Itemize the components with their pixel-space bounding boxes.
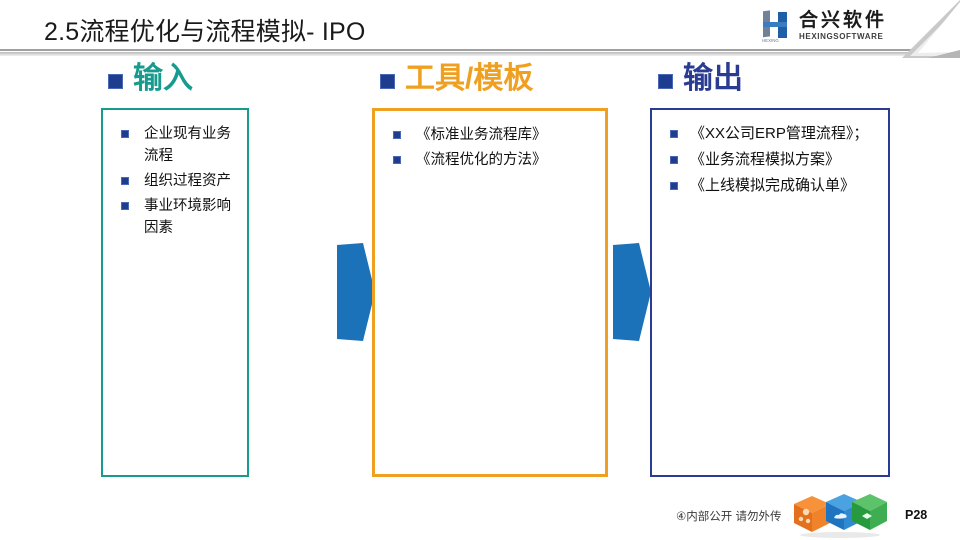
list-item: 组织过程资产 — [113, 170, 239, 192]
logo-name-en: HEXINGSOFTWARE — [799, 32, 884, 41]
gears-cube-icon — [794, 496, 830, 532]
column-heading-output: 输出 — [658, 64, 743, 94]
arrow-tools-to-output — [613, 243, 651, 341]
column-heading-tools: 工具/模板 — [380, 64, 533, 94]
square-bullet-icon — [658, 74, 673, 89]
square-bullet-icon — [380, 74, 395, 89]
company-logo: HEXING 合兴软件 HEXINGSOFTWARE — [748, 4, 944, 48]
list-item: 《业务流程模拟方案》 — [662, 149, 880, 172]
panel-input: 企业现有业务流程 组织过程资产 事业环境影响因素 — [101, 108, 249, 477]
svg-text:HEXING: HEXING — [762, 38, 779, 43]
list-item: 《流程优化的方法》 — [385, 149, 597, 171]
square-bullet-icon — [108, 74, 123, 89]
cloud-cube-icon — [826, 494, 862, 530]
panel-input-list: 企业现有业务流程 组织过程资产 事业环境影响因素 — [103, 110, 247, 239]
header-divider-dark — [0, 49, 960, 51]
page-number: P28 — [905, 508, 928, 522]
panel-tools: 《标准业务流程库》 《流程优化的方法》 — [372, 108, 608, 477]
list-item: 《XX公司ERP管理流程》； — [662, 123, 880, 146]
logo-h-icon: HEXING — [758, 9, 792, 43]
arrow-input-to-tools — [337, 243, 375, 341]
diamond-cube-icon — [852, 494, 887, 530]
list-item: 企业现有业务流程 — [113, 123, 239, 167]
confidential-note: ④内部公开 请勿外传 — [676, 511, 782, 523]
panel-output-list: 《XX公司ERP管理流程》； 《业务流程模拟方案》 《上线模拟完成确认单》 — [652, 110, 888, 197]
list-item: 《标准业务流程库》 — [385, 124, 597, 146]
panel-tools-list: 《标准业务流程库》 《流程优化的方法》 — [375, 111, 605, 171]
column-heading-input-label: 输入 — [133, 62, 193, 95]
page-title: 2.5流程优化与流程模拟- IPO — [44, 18, 366, 46]
logo-name-cn: 合兴软件 — [799, 10, 888, 31]
column-heading-tools-label: 工具/模板 — [405, 62, 534, 95]
column-heading-output-label: 输出 — [683, 62, 743, 95]
column-heading-input: 输入 — [108, 64, 193, 94]
header-divider — [0, 52, 960, 56]
panel-output: 《XX公司ERP管理流程》； 《业务流程模拟方案》 《上线模拟完成确认单》 — [650, 108, 890, 477]
footer-cubes-decoration — [790, 492, 890, 538]
list-item: 《上线模拟完成确认单》 — [662, 175, 880, 198]
list-item: 事业环境影响因素 — [113, 195, 239, 239]
